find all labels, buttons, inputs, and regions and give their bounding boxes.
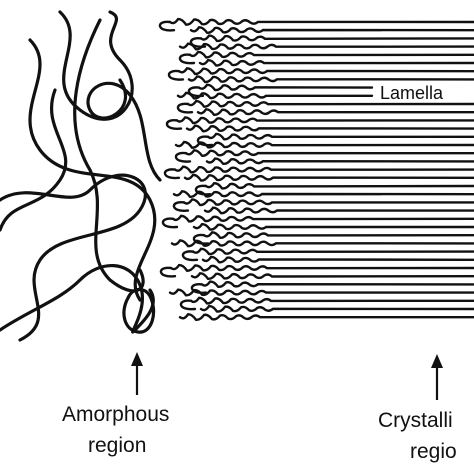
lamella-line	[198, 58, 474, 67]
lamellae-label: Lamella	[380, 83, 444, 103]
lamella-line	[173, 165, 474, 174]
chain-fold	[179, 299, 197, 311]
chain-fold	[161, 217, 179, 229]
crystalline-region-arrow	[431, 354, 443, 400]
lamella-line	[189, 26, 474, 34]
lamella-line	[171, 214, 474, 223]
amorphous-chain-loop	[122, 287, 156, 334]
lamella-line	[178, 313, 474, 322]
lamella-line	[183, 173, 474, 182]
chain-fold	[192, 233, 210, 245]
chain-fold	[165, 119, 183, 130]
lamella-line	[185, 124, 474, 133]
lamella-line	[186, 99, 474, 108]
lamella-line	[182, 198, 474, 207]
amorphous-chain	[0, 88, 68, 232]
chain-fold	[196, 135, 214, 147]
lamella-line	[177, 67, 474, 76]
chain-fold	[163, 168, 181, 180]
lamella-line	[189, 296, 474, 305]
lamella-line	[205, 157, 474, 166]
lamella-line	[196, 108, 474, 117]
lamella-line	[170, 239, 474, 248]
lamella-line	[200, 280, 474, 289]
lamella-line	[168, 17, 474, 26]
lamella-line	[172, 190, 474, 199]
amorphous-region-arrow	[131, 352, 143, 395]
amorphous-region-label-line2: region	[88, 434, 147, 457]
chain-fold	[159, 266, 177, 278]
lamella-line	[169, 263, 474, 272]
chain-fold	[190, 283, 208, 294]
lamella-line	[201, 255, 474, 264]
lamella-line	[187, 75, 474, 84]
chain-fold	[181, 250, 199, 262]
lamella-line	[199, 304, 474, 313]
lamella-line	[178, 42, 474, 51]
crystalline-lamellae	[158, 17, 474, 322]
lamella-line	[168, 288, 474, 297]
amorphous-chain-tangle	[0, 10, 162, 342]
lamella-line	[199, 34, 474, 43]
amorphous-chain	[28, 38, 157, 302]
chain-fold	[178, 53, 196, 65]
lamella-line	[206, 132, 474, 141]
lamella-line	[176, 91, 374, 100]
lamella-line	[192, 222, 474, 231]
lamella-line	[204, 182, 474, 190]
amorphous-chain	[58, 10, 134, 121]
chain-fold	[158, 20, 176, 32]
amorphous-chain	[0, 264, 155, 334]
chain-fold	[194, 184, 212, 196]
chain-fold	[174, 151, 192, 163]
lamella-line	[197, 83, 374, 92]
chain-fold	[176, 102, 194, 114]
lamella-line	[175, 116, 474, 125]
crystalline-region-label-line1: Crystalli	[378, 409, 453, 432]
lamella-line	[184, 149, 474, 157]
amorphous-chain	[86, 78, 162, 182]
lamella-line	[191, 247, 474, 256]
amorphous-chain	[0, 173, 147, 342]
amorphous-region-label-line1: Amorphous	[62, 403, 170, 426]
lamella-line	[202, 231, 474, 239]
lamella-line	[188, 50, 474, 59]
crystalline-region-label-line2: regio	[410, 440, 457, 463]
lamella-line	[203, 206, 474, 215]
chain-fold	[167, 69, 185, 81]
lamella-line	[190, 272, 474, 281]
lamella-line	[174, 140, 474, 149]
chain-fold	[172, 201, 190, 212]
